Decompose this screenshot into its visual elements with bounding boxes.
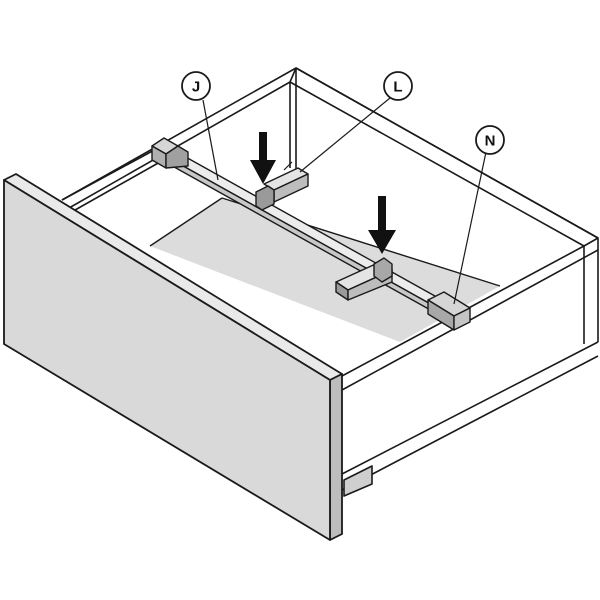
- callout-n: N: [475, 125, 505, 155]
- cabinet-left-side: [61, 147, 161, 215]
- push-arrow-lower-icon: [368, 196, 396, 254]
- drawer-front-panel: [3, 173, 343, 541]
- callout-label-j: J: [192, 79, 200, 96]
- cabinet-right-side: [289, 67, 599, 391]
- callout-l: L: [383, 71, 413, 101]
- drawer-runner: [341, 341, 599, 497]
- clip-lower: [335, 257, 393, 301]
- clip-upper: [255, 161, 309, 211]
- callout-label-l: L: [393, 79, 402, 96]
- leader-line-j: [202, 99, 219, 181]
- leader-line-n: [453, 151, 487, 305]
- rail-bracket-left: [151, 137, 189, 169]
- leader-lines: [202, 97, 487, 305]
- drawer-bottom-panel: [150, 198, 500, 342]
- leader-line-l: [299, 97, 391, 173]
- cabinet-back-wall: [61, 67, 599, 239]
- push-arrow-upper-icon: [250, 132, 276, 184]
- callout-label-n: N: [485, 133, 496, 150]
- callout-j: J: [181, 71, 211, 101]
- rail-bracket-right: [427, 291, 471, 331]
